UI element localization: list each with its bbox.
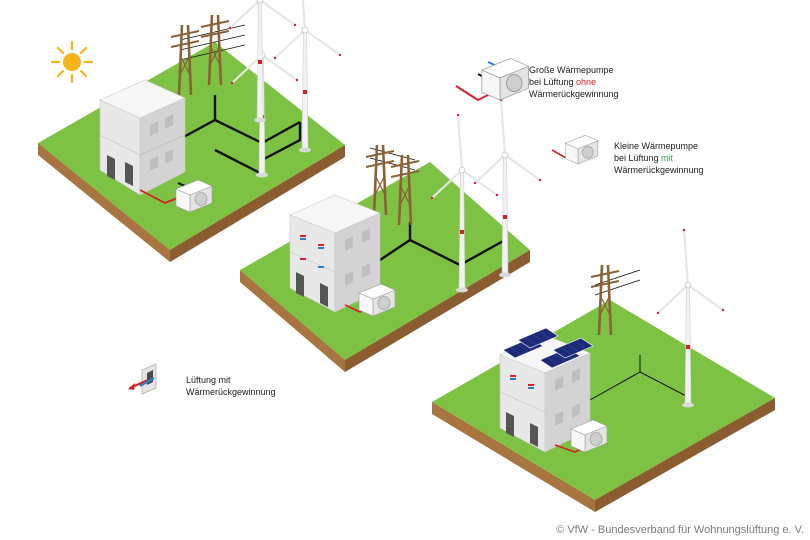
house-2	[289, 194, 381, 313]
legend-large-line2: bei Lüftung ohne	[529, 77, 597, 87]
legend-ventilation: Lüftung mit Wärmerückgewinnung	[186, 374, 276, 398]
legend-large-line3: Wärmerückgewinnung	[529, 89, 619, 99]
copyright-notice: © VfW - Bundesverband für Wohnungslüftun…	[556, 524, 804, 536]
legend-small-emphasis: mit	[661, 153, 674, 163]
sun-icon	[50, 40, 94, 84]
legend-large-heatpump: Große Wärmepumpe bei Lüftung ohne Wärmer…	[529, 64, 619, 100]
grass-tile-3	[432, 300, 775, 500]
legend-small-line3: Wärmerückgewinnung	[614, 165, 704, 175]
soil-left-1	[38, 143, 170, 262]
scenario-solar	[432, 227, 775, 512]
legend-small-heatpump: Kleine Wärmepumpe bei Lüftung mit Wärmer…	[614, 140, 704, 176]
soil-right-1	[170, 145, 345, 262]
soil-right-2	[345, 250, 530, 372]
legend-small-line1: Kleine Wärmepumpe	[614, 141, 699, 151]
legend-ventilation-line2: Wärmerückgewinnung	[186, 387, 276, 397]
heat-pump-icon	[481, 58, 529, 101]
scenario-small-heatpump	[240, 97, 543, 372]
grass-tile-2	[240, 162, 530, 360]
grass-tile-1	[38, 42, 345, 250]
ventilation-unit-icon	[128, 363, 157, 395]
house-3	[499, 334, 591, 453]
soil-left-2	[240, 270, 345, 372]
legend-large-emphasis: ohne	[576, 77, 597, 87]
soil-right-3	[595, 398, 775, 512]
heat-pump-icon	[565, 134, 599, 165]
scenario-large-heatpump	[38, 0, 345, 262]
house-1	[99, 79, 186, 196]
legend-small-line2: bei Lüftung mit	[614, 153, 674, 163]
legend-small-heatpump-icon	[551, 134, 599, 165]
soil-left-3	[432, 402, 595, 512]
legend-ventilation-line1: Lüftung mit	[186, 375, 231, 385]
grid-cables-3	[589, 355, 691, 401]
legend-large-heatpump-icon	[455, 58, 529, 102]
legend-large-line1: Große Wärmepumpe	[529, 65, 614, 75]
